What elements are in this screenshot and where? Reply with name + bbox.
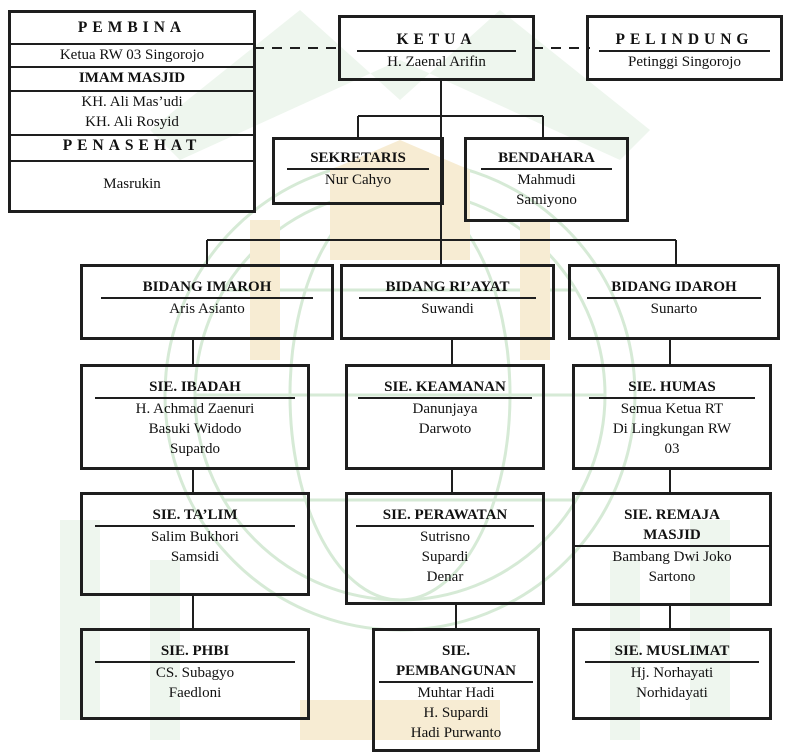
penasehat-member: Masrukin: [103, 176, 161, 192]
imam-masjid-title: IMAM MASJID: [78, 70, 186, 86]
sekretaris-title: SEKRETARIS: [287, 148, 429, 170]
sie-pembangunan-title-line: PEMBANGUNAN: [396, 663, 516, 679]
sie-pembangunan-member: Muhtar Hadi: [417, 685, 495, 701]
sie-muslimat-member: Hj. Norhayati: [630, 665, 714, 681]
sie-ibadah-member: H. Achmad Zaenuri: [135, 401, 255, 417]
sie-humas-member: Di Lingkungan RW: [612, 421, 732, 437]
pelindung-title: PELINDUNG: [599, 30, 770, 52]
pelindung-box: PELINDUNG Petinggi Singorojo: [586, 15, 783, 81]
sie-pembangunan-member: H. Supardi: [423, 705, 489, 721]
bidang-riayat-box: BIDANG RI’AYAT Suwandi: [340, 264, 555, 340]
ketua-title: KETUA: [357, 30, 516, 52]
sie-keamanan-member: Darwoto: [418, 421, 472, 437]
bidang-riayat-member: Suwandi: [421, 301, 474, 317]
sie-talim-member: Salim Bukhori: [151, 529, 239, 545]
sekretaris-box: SEKRETARIS Nur Cahyo: [272, 137, 444, 205]
sie-pembangunan-box: SIE. PEMBANGUNAN Muhtar Hadi H. Supardi …: [372, 628, 540, 752]
bendahara-title: BENDAHARA: [481, 148, 612, 170]
sie-phbi-member: CS. Subagyo: [155, 665, 235, 681]
sie-muslimat-title: SIE. MUSLIMAT: [585, 641, 759, 663]
bidang-imaroh-box: BIDANG IMAROH Aris Asianto: [80, 264, 334, 340]
sie-talim-member: Samsidi: [170, 549, 220, 565]
sie-remaja-member: Sartono: [648, 569, 696, 585]
pembina-box: PEMBINA Ketua RW 03 Singorojo IMAM MASJI…: [8, 10, 256, 213]
penasehat-title: PENASEHAT: [62, 137, 202, 154]
sie-remaja-member: Bambang Dwi Joko: [612, 549, 732, 565]
sie-keamanan-title: SIE. KEAMANAN: [358, 377, 532, 399]
sie-remaja-title-line: SIE. REMAJA: [624, 507, 720, 523]
sie-humas-box: SIE. HUMAS Semua Ketua RT Di Lingkungan …: [572, 364, 772, 470]
sie-ibadah-box: SIE. IBADAH H. Achmad Zaenuri Basuki Wid…: [80, 364, 310, 470]
pembina-title: PEMBINA: [77, 19, 187, 36]
sie-humas-title: SIE. HUMAS: [589, 377, 755, 399]
sie-remaja-title-line: MASJID: [643, 527, 701, 543]
sie-keamanan-box: SIE. KEAMANAN Danunjaya Darwoto: [345, 364, 545, 470]
bendahara-box: BENDAHARA Mahmudi Samiyono: [464, 137, 629, 222]
bidang-riayat-title: BIDANG RI’AYAT: [359, 277, 536, 299]
sie-pembangunan-member: Hadi Purwanto: [410, 725, 502, 741]
sie-perawatan-title: SIE. PERAWATAN: [356, 505, 534, 527]
sie-muslimat-box: SIE. MUSLIMAT Hj. Norhayati Norhidayati: [572, 628, 772, 720]
bendahara-member: Samiyono: [516, 192, 577, 208]
ketua-box: KETUA H. Zaenal Arifin: [338, 15, 535, 81]
sie-phbi-title: SIE. PHBI: [95, 641, 295, 663]
imam-member: KH. Ali Rosyid: [85, 114, 179, 130]
sie-muslimat-member: Norhidayati: [636, 685, 708, 701]
sie-perawatan-member: Sutrisno: [419, 529, 470, 545]
bendahara-member: Mahmudi: [517, 172, 576, 188]
bidang-imaroh-title: BIDANG IMAROH: [101, 277, 313, 299]
bidang-imaroh-member: Aris Asianto: [169, 301, 245, 317]
bidang-idaroh-box: BIDANG IDAROH Sunarto: [568, 264, 780, 340]
pelindung-member: Petinggi Singorojo: [628, 54, 741, 70]
ketua-member: H. Zaenal Arifin: [387, 54, 486, 70]
sie-humas-member: 03: [664, 441, 680, 457]
sie-perawatan-member: Supardi: [421, 549, 469, 565]
sie-talim-title: SIE. TA’LIM: [95, 505, 295, 527]
bidang-idaroh-title: BIDANG IDAROH: [587, 277, 761, 299]
sie-remaja-masjid-box: SIE. REMAJA MASJID Bambang Dwi Joko Sart…: [572, 492, 772, 606]
sie-perawatan-member: Denar: [426, 569, 464, 585]
sie-perawatan-box: SIE. PERAWATAN Sutrisno Supardi Denar: [345, 492, 545, 605]
sie-pembangunan-title-line: SIE.: [442, 643, 470, 659]
pembina-member: Ketua RW 03 Singorojo: [59, 47, 205, 63]
sie-humas-member: Semua Ketua RT: [620, 401, 724, 417]
sie-ibadah-member: Supardo: [170, 441, 220, 457]
sie-phbi-box: SIE. PHBI CS. Subagyo Faedloni: [80, 628, 310, 720]
bidang-idaroh-member: Sunarto: [650, 301, 698, 317]
sie-keamanan-member: Danunjaya: [412, 401, 478, 417]
sie-talim-box: SIE. TA’LIM Salim Bukhori Samsidi: [80, 492, 310, 596]
sie-ibadah-member: Basuki Widodo: [148, 421, 242, 437]
sekretaris-member: Nur Cahyo: [324, 172, 392, 188]
imam-member: KH. Ali Mas’udi: [81, 94, 183, 110]
sie-phbi-member: Faedloni: [168, 685, 222, 701]
sie-ibadah-title: SIE. IBADAH: [95, 377, 295, 399]
